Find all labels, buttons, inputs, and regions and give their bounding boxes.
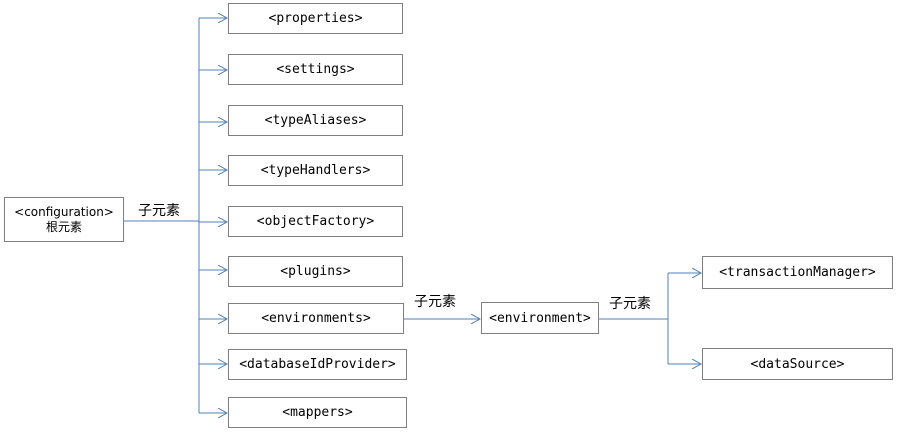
node-typehandlers: <typeHandlers> <box>228 155 403 186</box>
root-caption: 根元素 <box>45 219 82 234</box>
node-environments: <environments> <box>228 303 404 334</box>
environment-child-label: 子元素 <box>609 296 651 312</box>
environments-child-label: 子元素 <box>414 294 456 310</box>
node-datasource: <dataSource> <box>702 348 893 380</box>
node-properties: <properties> <box>228 3 403 34</box>
node-plugins: <plugins> <box>228 256 403 287</box>
node-typealiases: <typeAliases> <box>228 105 403 136</box>
root-tag: <configuration> <box>14 204 114 219</box>
node-environment: <environment> <box>481 302 599 334</box>
node-objectfactory: <objectFactory> <box>228 206 403 237</box>
root-child-label: 子元素 <box>138 203 180 219</box>
root-node-configuration: <configuration> 根元素 <box>4 197 124 242</box>
node-transactionmanager: <transactionManager> <box>702 256 893 289</box>
node-databaseidprovider: <databaseIdProvider> <box>228 349 407 380</box>
node-mappers: <mappers> <box>228 397 407 428</box>
node-settings: <settings> <box>228 54 403 85</box>
